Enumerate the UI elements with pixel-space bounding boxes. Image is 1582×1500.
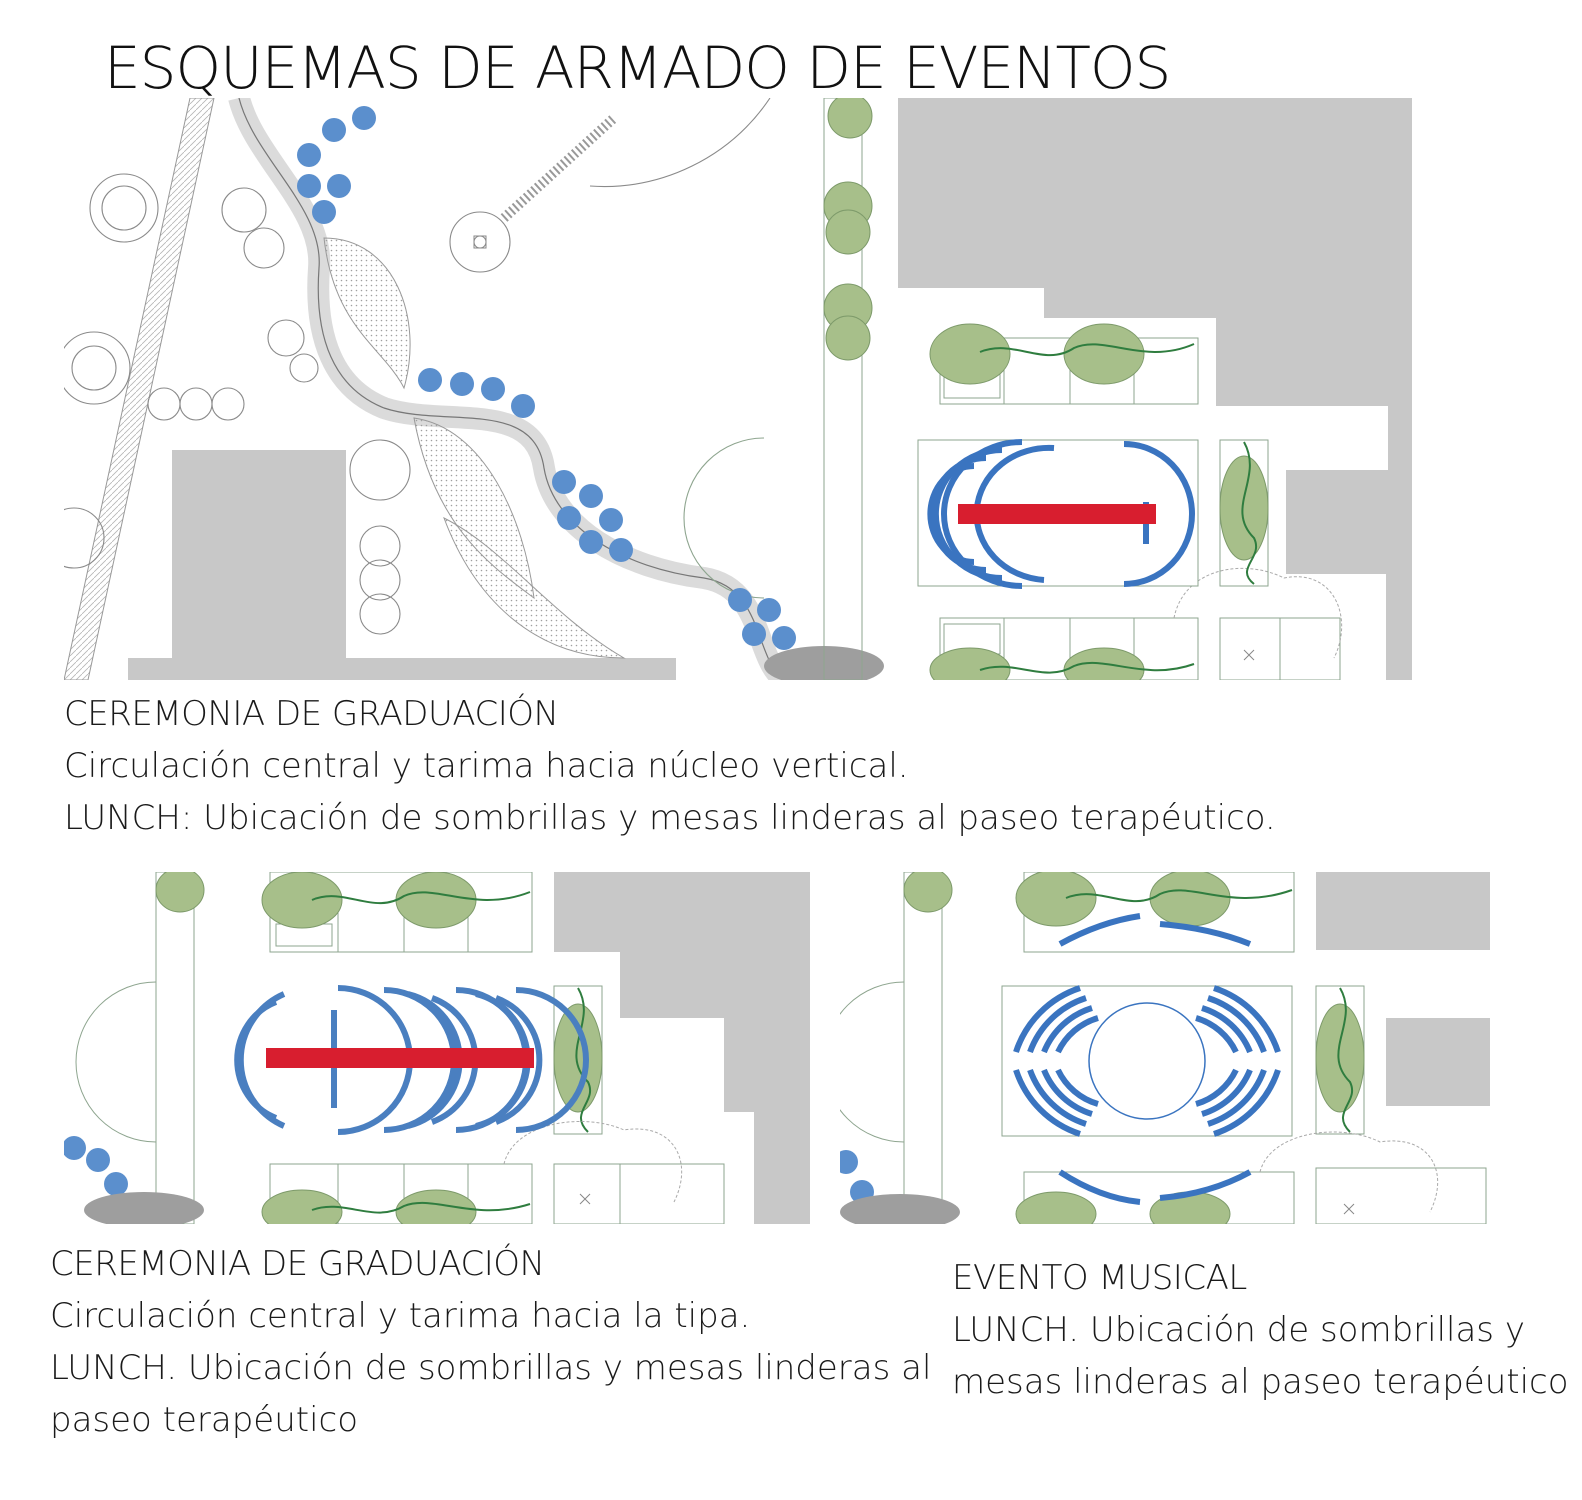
site-plan-music-event <box>840 872 1490 1224</box>
vine <box>979 343 1195 357</box>
caption-line: LUNCH: Ubicación de sombrillas y mesas l… <box>64 798 1276 838</box>
garden-bed <box>323 237 411 390</box>
caption-line: Circulación central y tarima hacia la ti… <box>50 1296 751 1336</box>
caption-graduation-nucleus: CEREMONIA DE GRADUACIÓN Circulación cent… <box>64 688 1276 844</box>
caption-heading: CEREMONIA DE GRADUACIÓN <box>50 1244 545 1284</box>
caption-line: paseo terapéutico <box>50 1400 359 1440</box>
caption-heading: EVENTO MUSICAL <box>952 1258 1247 1298</box>
event-area <box>1001 985 1293 1137</box>
stage-runway <box>266 1048 534 1068</box>
caption-line: LUNCH. Ubicación de sombrillas y <box>952 1310 1525 1350</box>
caption-line: Circulación central y tarima hacia núcle… <box>64 746 909 786</box>
page-title: ESQUEMAS DE ARMADO DE EVENTOS <box>104 34 1171 102</box>
building-right <box>898 98 1412 680</box>
caption-line: LUNCH. Ubicación de sombrillas y mesas l… <box>50 1348 932 1388</box>
music-circle <box>1088 1002 1206 1120</box>
building-left <box>128 450 676 680</box>
seating-arcs <box>1013 985 1281 1137</box>
seating-arcs <box>927 439 1195 589</box>
caption-heading: CEREMONIA DE GRADUACIÓN <box>64 694 559 734</box>
stage-runway <box>958 504 1156 524</box>
site-plan-graduation-nucleus <box>64 98 1412 680</box>
hatched-walkway <box>64 98 215 680</box>
site-plan-graduation-tipa <box>64 872 810 1224</box>
caption-graduation-tipa: CEREMONIA DE GRADUACIÓN Circulación cent… <box>50 1238 931 1446</box>
caption-music-event: EVENTO MUSICAL LUNCH. Ubicación de sombr… <box>952 1252 1569 1408</box>
caption-line: mesas linderas al paseo terapéutico <box>952 1362 1569 1402</box>
